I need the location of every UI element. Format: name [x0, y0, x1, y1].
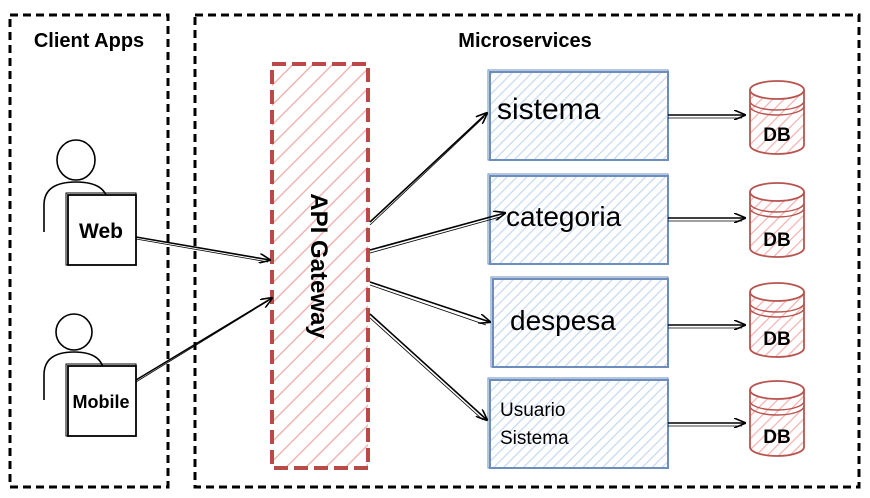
service-usuario-sistema-label-line1: Usuario: [500, 400, 565, 421]
mobile-to-gateway-arrow: [135, 298, 272, 381]
gateway-to-usuario-sistema-arrow: [369, 313, 487, 420]
db-categoria: DB: [749, 182, 805, 258]
mobile-client-label: Mobile: [73, 392, 130, 412]
web-client-label: Web: [79, 220, 123, 243]
service-categoria-label: categoria: [506, 201, 622, 232]
api-gateway: API Gateway: [270, 62, 370, 470]
service-categoria: categoria: [487, 173, 669, 265]
db-sistema: DB: [749, 80, 805, 155]
db-usuario-sistema-label: DB: [763, 427, 790, 448]
web-client: Web: [43, 139, 137, 266]
service-despesa: despesa: [490, 276, 669, 368]
service-sistema: sistema: [487, 69, 669, 161]
gateway-to-sistema-arrow: [369, 113, 487, 223]
service-usuario-sistema-label-line2: Sistema: [500, 428, 569, 449]
db-categoria-label: DB: [763, 230, 790, 251]
db-usuario-sistema: DB: [749, 380, 805, 457]
client-apps-container: [8, 13, 170, 489]
microservices-title: Microservices: [458, 30, 591, 52]
db-despesa-label: DB: [763, 329, 790, 350]
service-despesa-label: despesa: [510, 305, 616, 336]
service-sistema-label: sistema: [497, 93, 601, 126]
microservices-container: [193, 13, 861, 489]
db-despesa: DB: [749, 282, 805, 358]
gateway-to-despesa-arrow: [369, 281, 490, 322]
gateway-to-categoria-arrow: [369, 213, 505, 251]
client-apps-title: Client Apps: [34, 30, 144, 52]
mobile-client: Mobile: [43, 313, 137, 437]
db-sistema-label: DB: [763, 125, 790, 146]
web-to-gateway-arrow: [135, 236, 270, 260]
api-gateway-label: API Gateway: [305, 193, 332, 339]
service-usuario-sistema: Usuario Sistema: [487, 377, 669, 469]
